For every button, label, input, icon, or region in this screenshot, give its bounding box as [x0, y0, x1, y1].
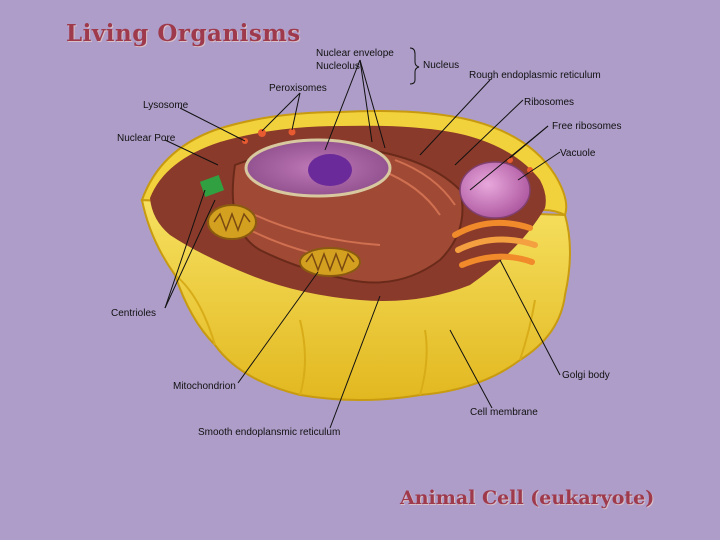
label-mitochondrion: Mitochondrion	[173, 381, 236, 392]
label-vacuole: Vacuole	[560, 148, 596, 159]
label-centrioles: Centrioles	[111, 308, 157, 319]
label-golgi-body: Golgi body	[562, 370, 610, 381]
label-rough-er: Rough endoplasmic reticulum	[469, 70, 601, 81]
label-lysosome: Lysosome	[143, 100, 189, 111]
label-nuclear-pore: Nuclear Pore	[117, 133, 176, 144]
vacuole	[459, 161, 531, 219]
label-nuclear-envelope: Nuclear envelope	[316, 48, 394, 59]
nucleus-brace	[409, 47, 420, 85]
slide-caption: Animal Cell (eukaryote)	[400, 487, 655, 509]
label-nucleolus: Nucleolus	[316, 61, 360, 72]
label-free-ribosomes: Free ribosomes	[552, 121, 622, 132]
golgi-body	[452, 219, 538, 268]
leader-lines	[164, 59, 561, 429]
label-smooth-er: Smooth endoplansmic reticulum	[198, 427, 341, 438]
mitochondrion-2	[299, 247, 361, 277]
label-nucleus: Nucleus	[423, 60, 460, 71]
nucleolus	[308, 154, 352, 186]
mitochondrion-1	[207, 204, 257, 240]
label-ribosomes: Ribosomes	[524, 97, 575, 108]
slide-title: Living Organisms	[66, 20, 301, 47]
label-peroxisomes: Peroxisomes	[269, 83, 327, 94]
centriole	[199, 175, 225, 197]
label-cell-membrane: Cell membrane	[470, 407, 538, 418]
